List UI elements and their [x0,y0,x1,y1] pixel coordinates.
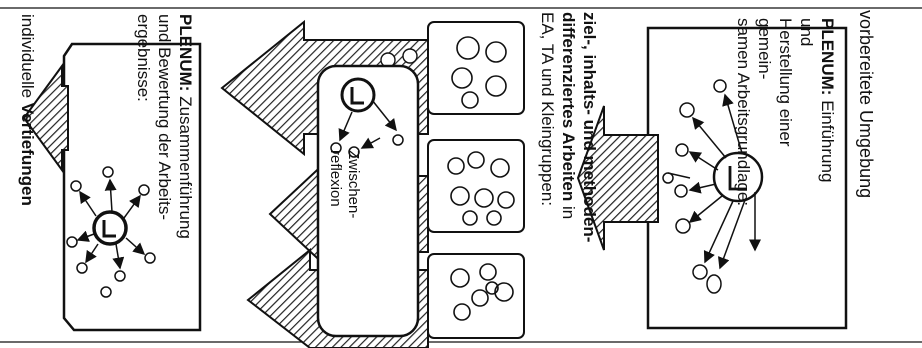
phase3-title: PLENUM: [176,14,195,91]
phase3-text: PLENUM: Zusammenführung und Bewertung de… [133,14,196,304]
phase2-after: in [559,206,578,219]
footer-text: individuelle Vertiefungen [17,14,38,314]
reflection-label: Zwischen- reflexion [326,150,362,290]
phase2-line2: EA, TA und Kleingruppen: [538,12,557,206]
header-label: vorbereitete Umgebung [855,10,876,340]
phase1-text: PLENUM: Einführung und Herstellung einer… [733,18,838,208]
footer-lead: individuelle [18,14,37,98]
footer-bold: Vertiefungen [18,103,37,206]
phase2-text: ziel-, inhalts- und methoden- differenzi… [537,12,600,348]
phase1-title: PLENUM: [818,18,837,95]
